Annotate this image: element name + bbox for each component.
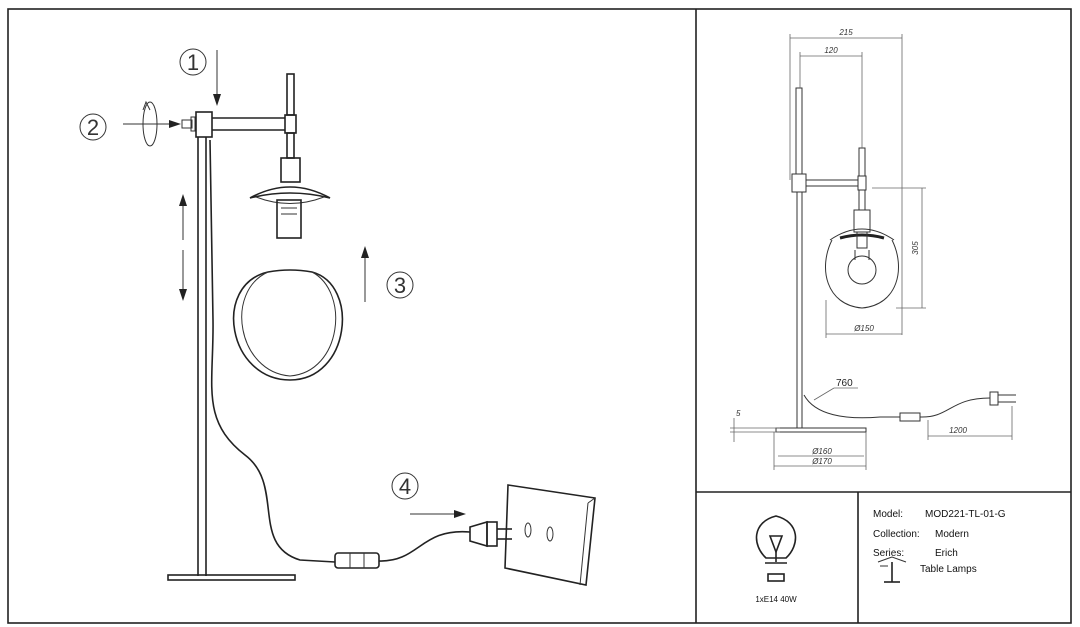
lamp-pole: [167, 111, 296, 581]
dim-cable: 760: [813, 378, 858, 401]
collection-label: Collection:: [873, 529, 920, 540]
lamp-cable: [209, 139, 471, 569]
dim-width-total-label: 215: [838, 28, 853, 37]
dim-cord-length-label: 1200: [949, 426, 967, 435]
dim-shade-height-label: 305: [911, 241, 920, 255]
dim-shade-diameter: Ø150: [825, 300, 902, 338]
assembly-panel: 1 2: [79, 48, 596, 586]
dim-cable-label: 760: [836, 378, 853, 389]
dim-shade-diameter-label: Ø150: [853, 324, 874, 333]
lamp-arm: [212, 73, 331, 239]
dim-base-height-label: 5: [736, 409, 741, 418]
dim-width-total: 215: [789, 28, 903, 335]
step-3-marker: 3: [386, 271, 414, 299]
plug-icon: [469, 520, 512, 548]
step-4-marker: 4: [391, 472, 419, 500]
dim-lamp: [775, 87, 1016, 433]
rotate-arrow-icon: [142, 100, 158, 147]
model-value: MOD221-TL-01-G: [925, 509, 1006, 520]
step-3-arrow: [361, 246, 369, 302]
glass-shade: [232, 269, 344, 381]
dim-base-diameter: Ø160 Ø170: [773, 432, 867, 470]
adjust-arrows: [179, 194, 187, 301]
dim-base-diameter-outer-label: Ø170: [811, 457, 832, 466]
step-3-label: 3: [394, 273, 406, 298]
knob-screw: [181, 116, 196, 132]
step-4-label: 4: [399, 474, 411, 499]
dim-cord-length: 1200: [927, 406, 1013, 440]
step-4-arrow: [410, 510, 466, 518]
dim-width-shade: 120: [799, 46, 863, 148]
sheet-frames: [7, 8, 1072, 624]
dim-base-height: 5: [730, 409, 780, 442]
collection-value: Modern: [935, 529, 969, 540]
lightbulb-icon: [755, 515, 797, 582]
step-2-marker: 2: [79, 113, 107, 141]
dimension-panel: 215 120 305 Ø150 760 5: [730, 28, 1016, 470]
dim-base-diameter-inner-label: Ø160: [811, 447, 832, 456]
step-2-arrow: [123, 120, 181, 128]
series-label: Series:: [873, 548, 904, 559]
step-1-label: 1: [187, 50, 199, 75]
type-value: Table Lamps: [920, 564, 977, 575]
wall-socket: [504, 484, 596, 586]
step-1-marker: 1: [179, 48, 207, 76]
step-2-label: 2: [87, 115, 99, 140]
bulb-spec: 1xE14 40W: [755, 595, 797, 604]
info-panel: Model: MOD221-TL-01-G Collection: Modern…: [873, 509, 1006, 583]
model-label: Model:: [873, 509, 903, 520]
dim-width-shade-label: 120: [824, 46, 838, 55]
step-1-arrow: [213, 50, 221, 106]
dim-shade-height: 305: [872, 187, 926, 309]
table-lamp-icon: [877, 556, 907, 583]
bulb-panel: 1xE14 40W: [755, 515, 797, 604]
series-value: Erich: [935, 548, 958, 559]
